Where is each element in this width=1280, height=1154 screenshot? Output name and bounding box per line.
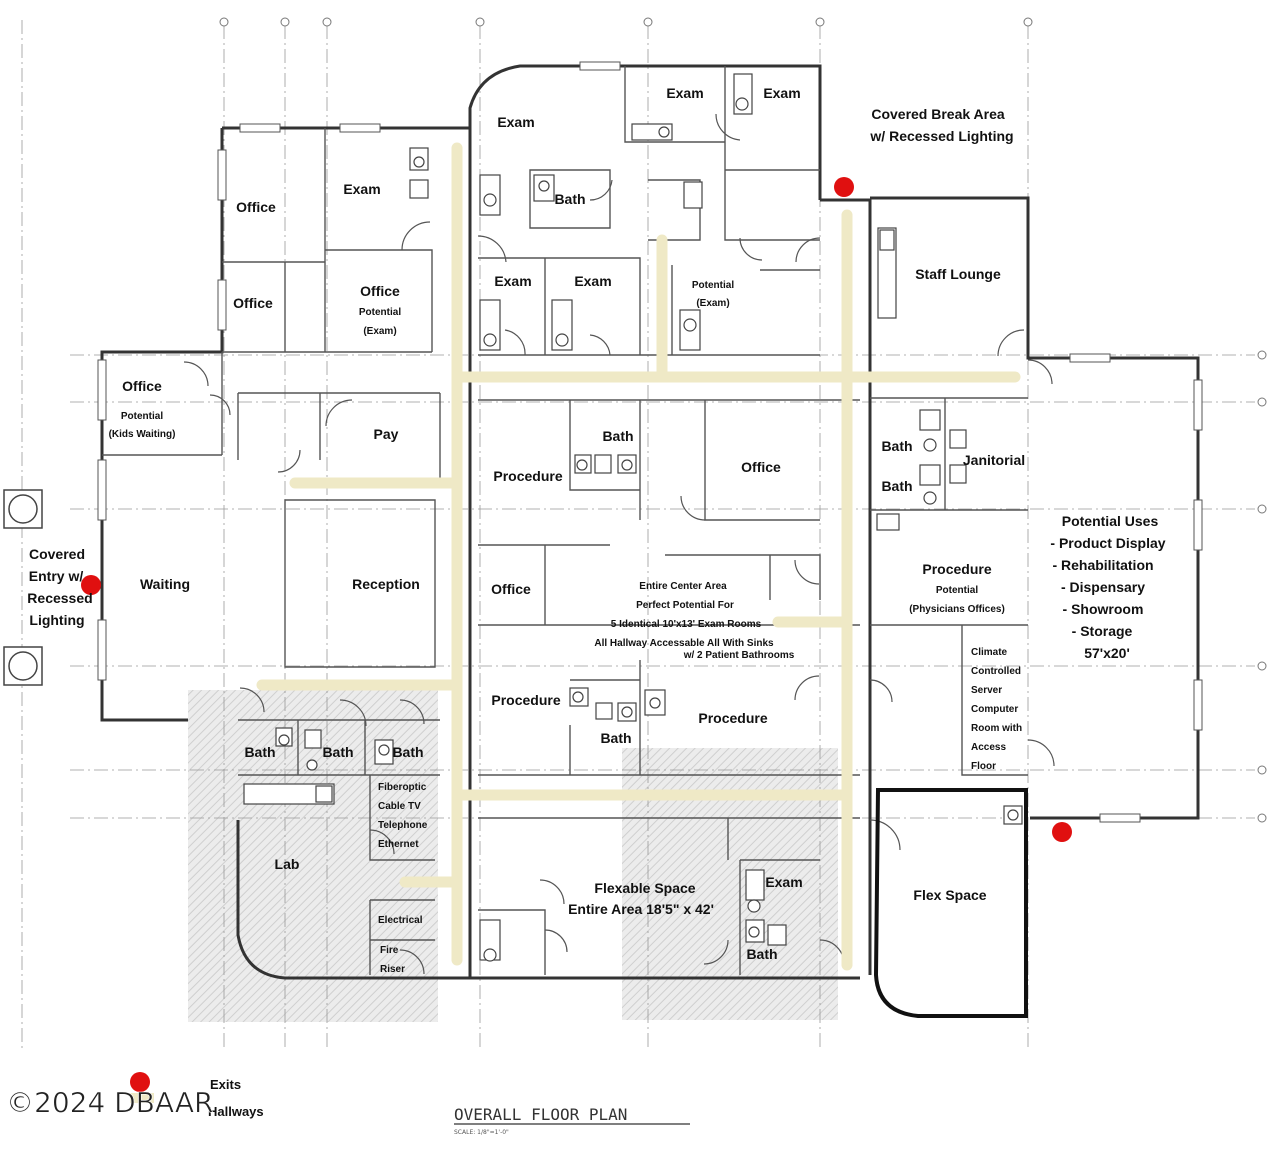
entry-note: Lighting [29,612,84,628]
room-label: Exam [666,85,703,101]
uses-title: Potential Uses [1062,513,1159,529]
watermark: ©2024 DBAAR [6,1086,213,1119]
legend-exit-marker [130,1072,150,1092]
plan-title: OVERALL FLOOR PLAN [454,1105,627,1124]
entry-note: Entry w/ [29,568,84,584]
room-sublabel: (Physicians Offices) [909,604,1005,615]
entry-note: Recessed [27,590,92,606]
room-label: Office [741,459,781,475]
room-sublabel: Floor [971,761,996,772]
room-label: Bath [554,191,585,207]
center-note: Entire Center Area [639,581,727,592]
room-label: Bath [881,478,912,494]
center-note: w/ 2 Patient Bathrooms [683,650,795,661]
room-label: Procedure [922,561,991,577]
room-label: Bath [322,744,353,760]
center-note: 5 Identical 10'x13' Exam Rooms [611,619,762,630]
footer: Exits Hallways ©2024 DBAAR OVERALL FLOOR… [6,1077,690,1136]
room-sublabel: Controlled [971,666,1021,677]
room-sublabel: Climate [971,647,1008,658]
uses-item: - Showroom [1063,601,1144,617]
room-sublabel: Server [971,685,1002,696]
exit-marker [1052,822,1072,842]
room-sublabel: Telephone [378,820,428,831]
room-label: Procedure [698,710,767,726]
legend-hallway-swatch [130,1093,154,1103]
room-label: Exam [343,181,380,197]
room-sublabel: Electrical [378,915,423,926]
room-sublabel: Potential [359,307,401,318]
room-sublabel: Potential [121,411,163,422]
room-label: Office [491,581,531,597]
hallways [256,142,1021,971]
room-sublabel: (Exam) [363,326,396,337]
room-sublabel: Fire [380,945,399,956]
legend-exits: Exits [210,1077,241,1092]
uses-size: 57'x20' [1084,645,1130,661]
room-sublabel: Cable TV [378,801,421,812]
room-label: Exam [497,114,534,130]
room-labels: Exam Exam Exam Bath Exam Office Office O… [109,85,1026,975]
room-sublabel: Computer [971,704,1018,715]
room-label: Exam [494,273,531,289]
plan-scale: SCALE: 1/8"=1'-0" [454,1129,509,1136]
room-label: Staff Lounge [915,266,1001,282]
room-label: Bath [392,744,423,760]
room-sublabel: Fiberoptic [378,782,427,793]
room-label: Bath [602,428,633,444]
entry-note: Covered [29,546,85,562]
room-label: Entire Area 18'5" x 42' [568,901,714,917]
break-area-note: Covered Break Area [871,106,1005,122]
room-sublabel: Potential [692,280,734,291]
annotations: Covered Break Area w/ Recessed Lighting … [27,106,1165,661]
room-label: Reception [352,576,420,592]
room-sublabel: (Kids Waiting) [109,429,176,440]
flex-space-outline [873,788,1028,1018]
room-label: Pay [374,426,399,442]
exit-markers [81,177,1072,1092]
room-label: Bath [244,744,275,760]
room-label: Procedure [491,692,560,708]
room-label: Office [233,295,273,311]
doors [183,113,1055,975]
room-sublabel: (Exam) [696,298,729,309]
break-area-note: w/ Recessed Lighting [869,128,1013,144]
room-sublabel: Access [971,742,1006,753]
room-label: Office [122,378,162,394]
exit-marker [834,177,854,197]
room-label: Bath [881,438,912,454]
room-label: Exam [765,874,802,890]
fixtures [243,73,1023,962]
room-sublabel: Ethernet [378,839,419,850]
legend-hallways: Hallways [208,1104,264,1119]
center-note: All Hallway Accessable All With Sinks [594,638,774,649]
walls [100,64,1200,980]
uses-item: - Product Display [1050,535,1165,551]
room-label: Office [236,199,276,215]
center-note: Perfect Potential For [636,600,734,611]
windows [97,61,1203,823]
exit-marker [81,575,101,595]
room-label: Procedure [493,468,562,484]
uses-item: - Dispensary [1061,579,1145,595]
room-label: Exam [574,273,611,289]
uses-item: - Rehabilitation [1052,557,1153,573]
room-label: Flexable Space [594,880,695,896]
room-sublabel: Room with [971,723,1022,734]
room-label: Exam [763,85,800,101]
room-label: Flex Space [913,887,986,903]
room-label: Lab [275,856,300,872]
room-label: Bath [600,730,631,746]
column-symbols [3,489,43,686]
room-label: Office [360,283,400,299]
room-sublabel: Potential [936,585,978,596]
room-sublabel: Riser [380,964,405,975]
room-label: Waiting [140,576,190,592]
room-label: Bath [746,946,777,962]
grid-lines [21,17,1267,1050]
uses-item: - Storage [1072,623,1133,639]
room-label: Janitorial [963,452,1025,468]
